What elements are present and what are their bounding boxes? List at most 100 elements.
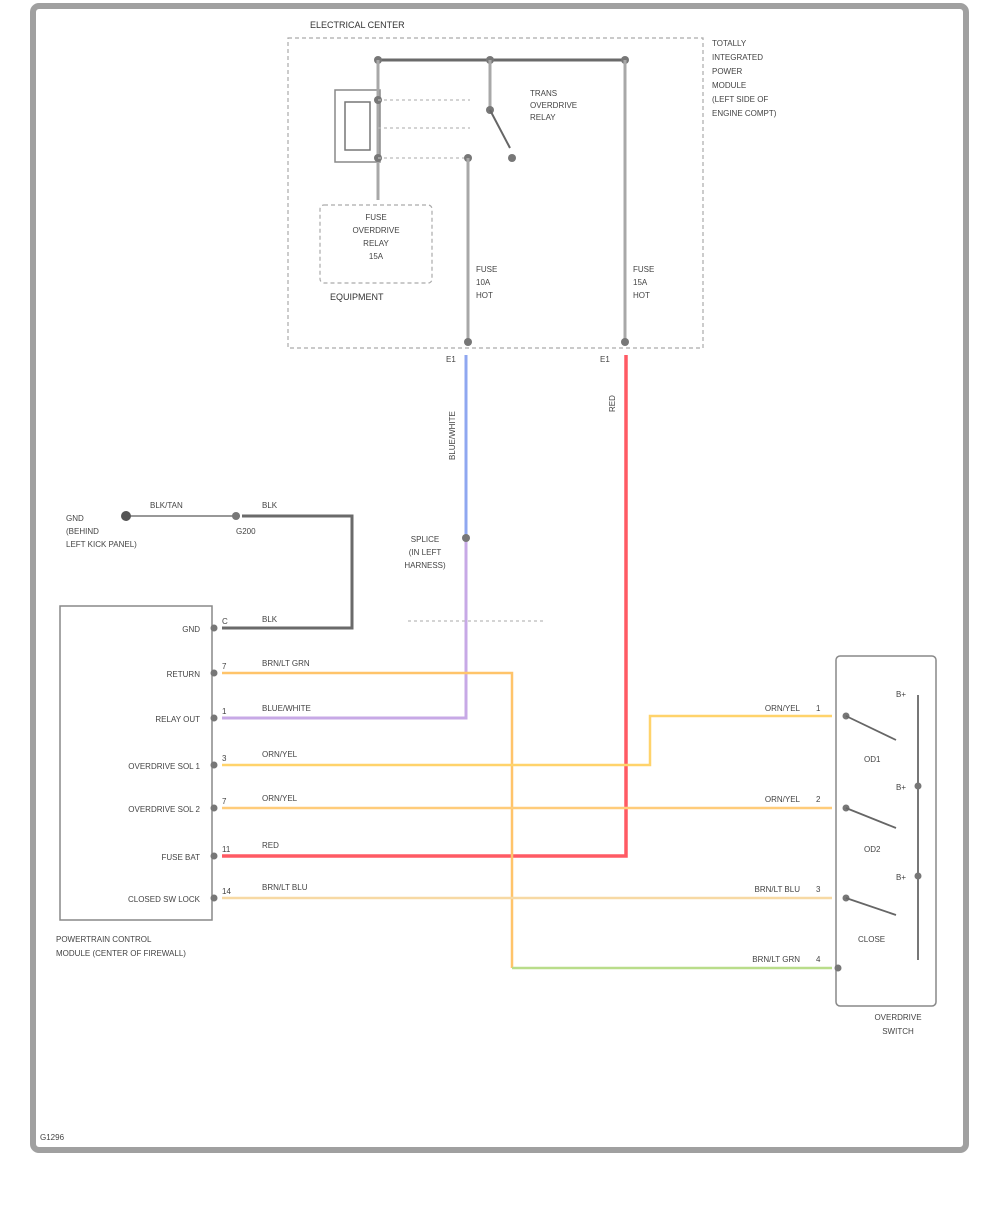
svg-text:BLK: BLK: [262, 615, 278, 624]
svg-text:CLOSE: CLOSE: [858, 935, 885, 944]
svg-text:GND: GND: [182, 625, 200, 634]
svg-text:ENGINE COMPT): ENGINE COMPT): [712, 109, 777, 118]
svg-text:OD2: OD2: [864, 845, 881, 854]
wire-label-blue-white: BLUE/WHITE: [448, 411, 457, 460]
svg-text:(IN LEFT: (IN LEFT: [409, 548, 442, 557]
svg-text:HOT: HOT: [633, 291, 650, 300]
overdrive-switch: OVERDRIVE SWITCH B+ B+ B+ OD1 OD2 CLOSE …: [752, 655, 937, 1036]
svg-text:RELAY OUT: RELAY OUT: [155, 715, 200, 724]
ground-label: GND (BEHIND LEFT KICK PANEL): [66, 514, 137, 549]
svg-text:FUSE: FUSE: [365, 213, 386, 222]
switch-pin-3: BRN/LT BLU 3: [755, 885, 822, 894]
wire-red: [222, 355, 628, 858]
pin-right-label: E1: [600, 355, 610, 364]
wire-return: [222, 671, 514, 968]
svg-text:14: 14: [222, 887, 231, 896]
relay-switch-blade: [489, 109, 511, 149]
svg-text:TRANS: TRANS: [530, 89, 557, 98]
pcm-pin-od-sol-2: OVERDRIVE SOL 2 7 ORN/YEL: [128, 794, 297, 814]
pcm-title-line2: MODULE (CENTER OF FIREWALL): [56, 949, 186, 958]
ground-wire-label: BLK/TAN: [150, 501, 183, 510]
svg-text:ORN/YEL: ORN/YEL: [262, 794, 298, 803]
switch-pin-2: ORN/YEL 2: [765, 795, 821, 804]
splice-label: SPLICE (IN LEFT HARNESS): [404, 535, 446, 570]
output-pin-right: [621, 338, 629, 346]
svg-text:15A: 15A: [369, 252, 384, 261]
switch-title-line2: SWITCH: [882, 1027, 914, 1036]
svg-text:ORN/YEL: ORN/YEL: [262, 750, 298, 759]
pcm-pin-closed-sw: CLOSED SW LOCK 14 BRN/LT BLU: [128, 883, 308, 904]
svg-text:3: 3: [816, 885, 821, 894]
svg-text:4: 4: [816, 955, 821, 964]
switch-contact-od1: OD1: [842, 712, 897, 764]
power-distribution-box: ELECTRICAL CENTER TOTALLY INTEGRATED POW…: [287, 20, 777, 364]
svg-text:HOT: HOT: [476, 291, 493, 300]
svg-text:FUSE: FUSE: [476, 265, 497, 274]
svg-text:OVERDRIVE SOL 1: OVERDRIVE SOL 1: [128, 762, 200, 771]
outer-frame: [30, 3, 969, 1153]
pcm-title-line1: POWERTRAIN CONTROL: [56, 935, 152, 944]
svg-text:BLUE/WHITE: BLUE/WHITE: [262, 704, 311, 713]
svg-text:OVERDRIVE SOL 2: OVERDRIVE SOL 2: [128, 805, 200, 814]
pcm-pin-fuse-bat: FUSE BAT 11 RED: [161, 841, 279, 862]
ground-symbol: [121, 511, 131, 521]
svg-text:(BEHIND: (BEHIND: [66, 527, 99, 536]
fuse-left-label: FUSE 10A HOT: [476, 265, 497, 300]
diode-label: FUSE OVERDRIVE RELAY 15A: [352, 213, 399, 261]
svg-text:ORN/YEL: ORN/YEL: [765, 704, 801, 713]
svg-text:BRN/LT GRN: BRN/LT GRN: [752, 955, 800, 964]
pcm-pin-relay-out: RELAY OUT 1 BLUE/WHITE: [155, 704, 311, 724]
wire-ground: [222, 514, 354, 630]
pcm-pin-return: RETURN 7 BRN/LT GRN: [167, 659, 310, 679]
power-box-note: TOTALLY INTEGRATED POWER MODULE (LEFT SI…: [712, 39, 777, 118]
relay-coil: [334, 89, 381, 163]
svg-text:BRN/LT GRN: BRN/LT GRN: [262, 659, 310, 668]
svg-text:FUSE BAT: FUSE BAT: [161, 853, 200, 862]
ground-sub-label: G200: [236, 527, 256, 536]
switch-contact-od2: OD2: [842, 804, 897, 854]
svg-text:11: 11: [222, 845, 231, 854]
svg-text:1: 1: [222, 707, 227, 716]
pcm-pin-od-sol-1: OVERDRIVE SOL 1 3 ORN/YEL: [128, 750, 297, 771]
svg-text:RELAY: RELAY: [530, 113, 556, 122]
svg-text:GND: GND: [66, 514, 84, 523]
ground-right-label: BLK: [262, 501, 278, 510]
pcm-module: POWERTRAIN CONTROL MODULE (CENTER OF FIR…: [56, 605, 311, 958]
svg-text:15A: 15A: [633, 278, 648, 287]
svg-text:7: 7: [222, 662, 227, 671]
relay-label: TRANS OVERDRIVE RELAY: [530, 89, 577, 122]
svg-text:3: 3: [222, 754, 227, 763]
power-box-outline: [287, 37, 704, 349]
svg-text:RETURN: RETURN: [167, 670, 201, 679]
svg-text:CLOSED SW LOCK: CLOSED SW LOCK: [128, 895, 201, 904]
svg-text:MODULE: MODULE: [712, 81, 746, 90]
wires: [121, 355, 832, 970]
svg-text:INTEGRATED: INTEGRATED: [712, 53, 763, 62]
output-pin-left: [464, 338, 472, 346]
switch-contact-close: CLOSE: [842, 894, 897, 944]
svg-text:RED: RED: [262, 841, 279, 850]
wire-label-red: RED: [608, 395, 617, 412]
svg-text:BRN/LT BLU: BRN/LT BLU: [262, 883, 308, 892]
svg-text:7: 7: [222, 797, 227, 806]
switch-title-line1: OVERDRIVE: [874, 1013, 921, 1022]
wire-od-sol-1: [222, 714, 832, 767]
switch-pin-1: ORN/YEL 1: [765, 704, 821, 713]
svg-text:1: 1: [816, 704, 821, 713]
footer-code: G1296: [40, 1133, 65, 1142]
svg-text:C: C: [222, 617, 228, 626]
svg-text:OVERDRIVE: OVERDRIVE: [530, 101, 577, 110]
svg-text:BRN/LT BLU: BRN/LT BLU: [755, 885, 801, 894]
fuse-right-label: FUSE 15A HOT: [633, 265, 654, 300]
pcm-pin-gnd: GND C BLK: [182, 615, 278, 634]
svg-text:OVERDRIVE: OVERDRIVE: [352, 226, 399, 235]
svg-text:SPLICE: SPLICE: [411, 535, 439, 544]
switch-side-label-1: B+: [896, 690, 906, 699]
svg-text:FUSE: FUSE: [633, 265, 654, 274]
switch-side-label-2: B+: [896, 783, 906, 792]
svg-text:TOTALLY: TOTALLY: [712, 39, 747, 48]
pin-left-label: E1: [446, 355, 456, 364]
svg-text:HARNESS): HARNESS): [404, 561, 446, 570]
wire-relay-out: [222, 538, 468, 720]
